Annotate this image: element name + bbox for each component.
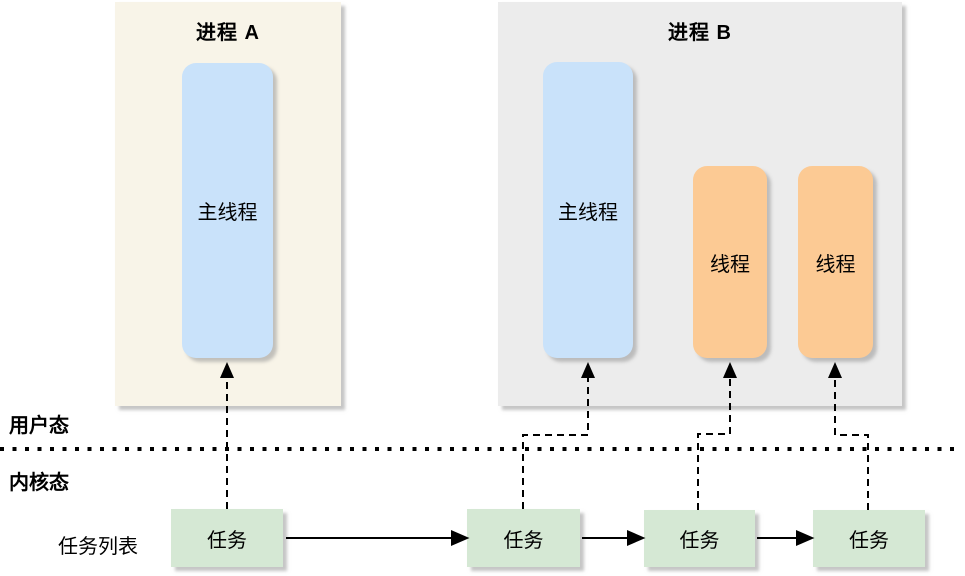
task-label: 任务 [207,529,247,552]
user-kernel-divider-line [0,447,955,451]
process-b-main-thread-pill: 主线程 [543,62,633,358]
thread-label: 线程 [710,253,750,276]
task-list-label: 任务列表 [58,536,138,558]
main-thread-label: 主线程 [197,202,258,224]
task-chain-arrow-1 [286,529,470,547]
process-b-thread-pill-2: 线程 [798,166,873,358]
task-box-4: 任务 [813,510,925,567]
process-a-title: 进程 A [196,22,260,44]
kernel-mode-label: 内核态 [9,472,69,494]
process-b-thread-pill-1: 线程 [693,166,767,358]
task-chain-arrow-2 [582,529,646,547]
task-box-2: 任务 [467,509,580,567]
process-b-title: 进程 B [668,22,732,44]
task-chain-arrow-3 [757,529,815,547]
process-a-main-thread-pill: 主线程 [182,63,273,358]
thread-label: 线程 [815,253,856,276]
user-mode-label: 用户态 [9,415,69,437]
main-thread-label: 主线程 [558,201,618,224]
task-box-3: 任务 [644,510,755,567]
process-b-box: 进程 B 主线程 线程 线程 [498,2,902,406]
task-label: 任务 [849,530,889,552]
task-box-1: 任务 [171,509,283,567]
task-label: 任务 [503,529,544,552]
process-a-box: 进程 A 主线程 [115,2,341,406]
task-label: 任务 [679,530,720,552]
